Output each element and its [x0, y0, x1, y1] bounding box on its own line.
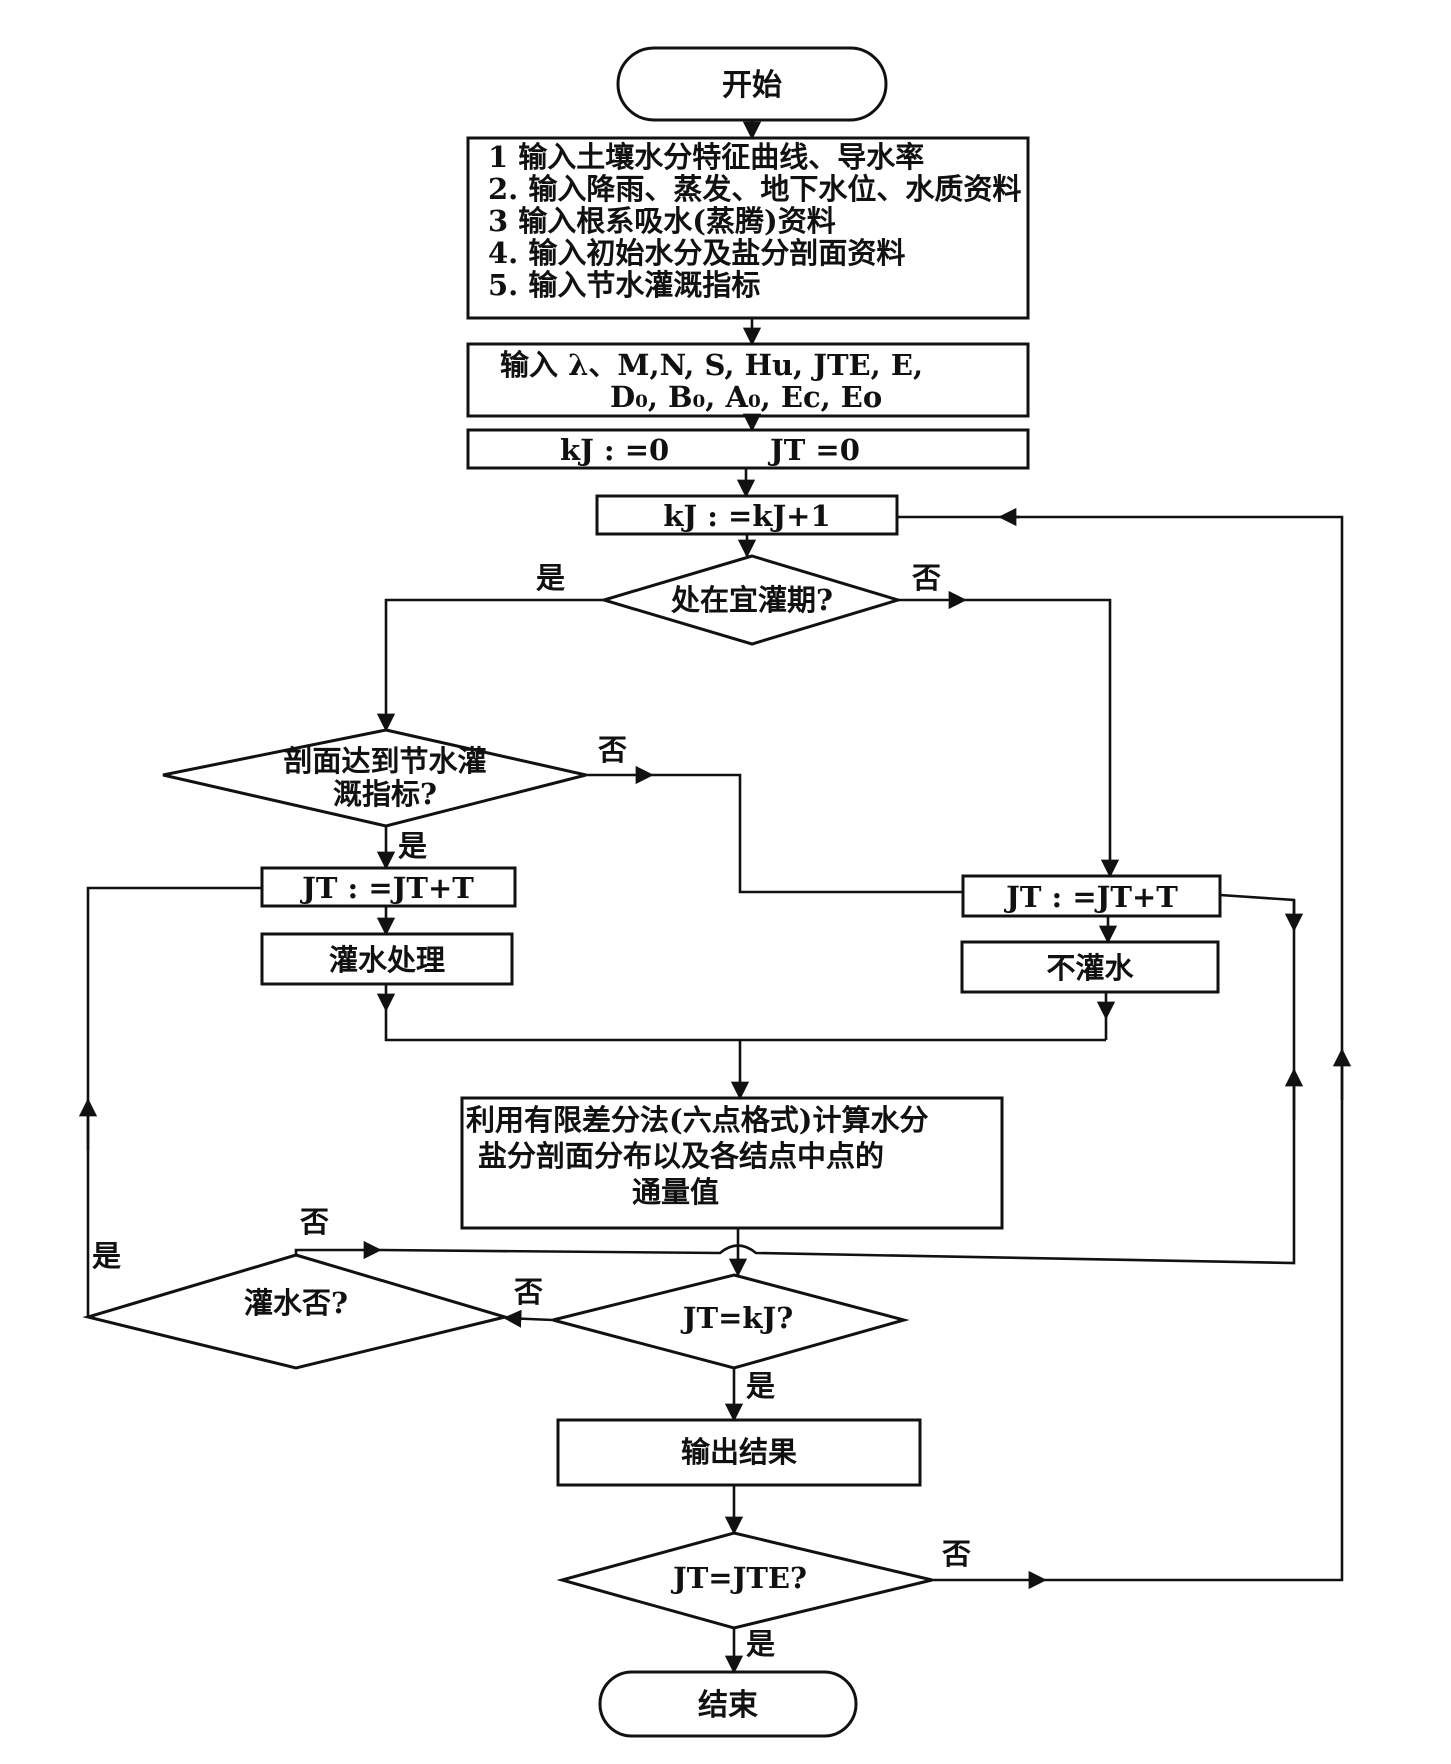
increment-label: kJ : =kJ+1: [663, 499, 830, 533]
line-water-no-tail: [379, 893, 1296, 1265]
label-jtjte-no: 否: [942, 1537, 971, 1571]
increment-box: [595, 494, 899, 536]
line-profile-no: [652, 773, 963, 894]
input-params-line-1: 输入 λ、M,N, S, Hu, JTE, E,: [500, 348, 923, 382]
decision-profile-line-1: 剖面达到节水灌: [283, 744, 486, 778]
jt-update-right-box: [961, 874, 1222, 918]
input-line-2: 2. 输入降雨、蒸发、地下水位、水质资料: [488, 172, 1021, 206]
line-water-no: [294, 1240, 382, 1260]
decision-water-label: 灌水否?: [244, 1286, 348, 1320]
compute-line-3: 通量值: [632, 1175, 719, 1209]
init-kj: kJ : =0: [560, 433, 669, 467]
line-water-yes-loop: [86, 886, 262, 1317]
output-label: 输出结果: [681, 1435, 797, 1469]
arrow-jtkj-no: [503, 1309, 554, 1328]
compute-line-1: 利用有限差分法(六点格式)计算水分: [466, 1103, 928, 1137]
init-box: [466, 428, 1030, 470]
decision-water: [82, 1253, 511, 1370]
label-jtjte-yes: 是: [746, 1627, 775, 1661]
label-water-yes: 是: [92, 1239, 121, 1273]
input-block: [466, 136, 1030, 320]
decision-jt-kj-label: JT=kJ?: [680, 1301, 793, 1335]
input-line-3: 3 输入根系吸水(蒸腾)资料: [488, 204, 836, 238]
no-irrigate-box: [960, 940, 1220, 994]
line-jtjte-no-loop: [897, 515, 1344, 1582]
jt-update-left-label: JT : =JT+T: [299, 871, 474, 905]
irrigate-label: 灌水处理: [329, 943, 445, 977]
label-profile-no: 否: [598, 733, 627, 767]
decision-irrigation-period: [598, 554, 904, 646]
label-jtkj-no: 否: [514, 1275, 543, 1309]
label-water-no: 否: [300, 1205, 329, 1239]
label-jtkj-yes: 是: [746, 1369, 775, 1403]
line-period-yes: [376, 598, 604, 732]
line-irrigate-join: [384, 1010, 1106, 1042]
irrigate-box: [260, 932, 514, 986]
start-label: 开始: [722, 68, 782, 103]
decision-irrigation-period-label: 处在宜灌期?: [670, 583, 833, 617]
label-profile-yes: 是: [398, 829, 427, 863]
label-period-yes: 是: [536, 561, 565, 595]
init-jt: JT =0: [767, 433, 860, 467]
line-period-no: [965, 598, 1120, 878]
compute-line-2: 盐分剖面分布以及各结点中点的: [478, 1139, 884, 1173]
input-params-line-2: D₀, B₀, A₀, Ec, Eo: [610, 380, 882, 414]
end-label: 结束: [698, 1688, 758, 1723]
no-irrigate-label: 不灌水: [1046, 951, 1134, 985]
decision-profile-line-2: 溉指标?: [333, 777, 437, 811]
decision-jt-jte-label: JT=JTE?: [670, 1561, 807, 1595]
input-line-4: 4. 输入初始水分及盐分剖面资料: [488, 236, 905, 270]
compute-box: [460, 1096, 1004, 1230]
label-period-no: 否: [912, 561, 941, 595]
jt-update-right-label: JT : =JT+T: [1003, 880, 1178, 914]
input-line-1: 1 输入土壤水分特征曲线、导水率: [488, 140, 924, 174]
input-line-5: 5. 输入节水灌溉指标: [488, 268, 760, 302]
output-box: [556, 1418, 922, 1487]
